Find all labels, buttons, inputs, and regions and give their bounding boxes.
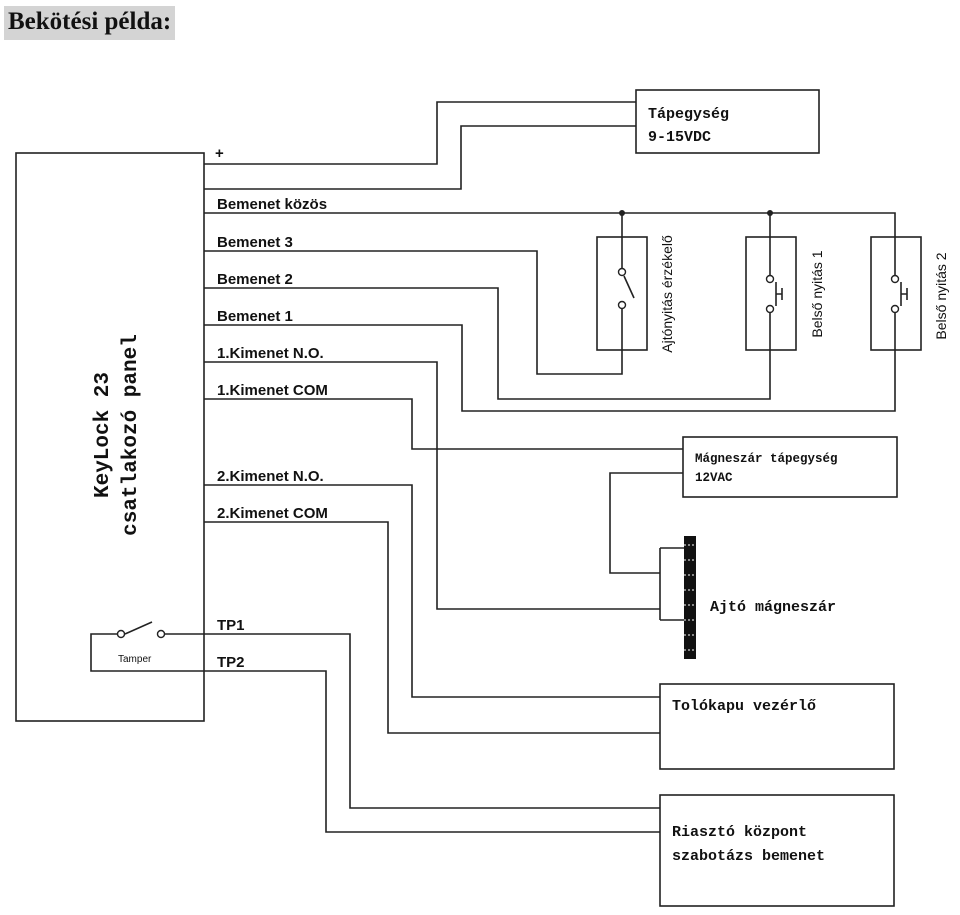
sensor-switch-blade — [623, 275, 635, 299]
plus-wire — [204, 101, 636, 165]
kimenet2-com-wire — [204, 521, 660, 734]
kimenet1-no-wire — [204, 361, 660, 610]
terminal-bemenet-kozos: Bemenet közös — [217, 196, 327, 213]
button2-label: Belső nyitás 2 — [933, 252, 949, 339]
button1-actuator — [776, 288, 783, 300]
door-sensor-label: Ajtónyitás érzékelő — [659, 235, 675, 353]
panel-title: KeyLock 23 — [92, 372, 115, 498]
keylock-panel — [15, 152, 205, 722]
alarm-box — [659, 794, 895, 907]
button2-box — [870, 236, 922, 351]
junction-dot — [767, 210, 773, 216]
button2-actuator — [901, 288, 908, 300]
button1-box — [745, 236, 797, 351]
button2-contact-top — [890, 274, 900, 284]
button1-contact-top — [765, 274, 775, 284]
terminal-kimenet2-no: 2.Kimenet N.O. — [217, 468, 324, 485]
terminal-kimenet1-no: 1.Kimenet N.O. — [217, 345, 324, 362]
power-supply-box — [635, 89, 820, 154]
tamper-switch-blade — [124, 621, 153, 635]
terminal-tp2: TP2 — [217, 654, 245, 671]
mag-power-voltage: 12VAC — [695, 471, 733, 485]
terminal-kimenet1-com: 1.Kimenet COM — [217, 382, 328, 399]
terminal-tp1: TP1 — [217, 617, 245, 634]
alarm-label: Riasztó központ — [672, 824, 807, 841]
alarm-sublabel: szabotázs bemenet — [672, 848, 825, 865]
panel-subtitle: csatlakozó panel — [120, 334, 143, 536]
sensor-contact-top — [617, 267, 627, 277]
gate-controller-label: Tolókapu vezérlő — [672, 698, 816, 715]
kimenet2-no-wire — [204, 484, 660, 698]
kimenet1-com-wire — [204, 398, 683, 450]
terminal-kimenet2-com: 2.Kimenet COM — [217, 505, 328, 522]
tp2-wire — [204, 670, 660, 833]
terminal-bemenet1: Bemenet 1 — [217, 308, 293, 325]
psu-minus-wire — [204, 125, 636, 190]
terminal-bemenet2: Bemenet 2 — [217, 271, 293, 288]
power-supply-voltage: 9-15VDC — [648, 129, 711, 146]
terminal-bemenet3: Bemenet 3 — [217, 234, 293, 251]
gate-controller-box — [659, 683, 895, 770]
button2-contact-bottom — [890, 304, 900, 314]
power-supply-label: Tápegység — [648, 106, 729, 123]
bemenet3-wire — [204, 250, 623, 375]
mag-power-box — [682, 436, 898, 498]
tamper-loop-wire — [90, 633, 204, 672]
button1-label: Belső nyitás 1 — [809, 250, 825, 337]
mag-lock-label: Ajtó mágneszár — [710, 599, 836, 616]
tamper-contact-left — [116, 629, 126, 639]
common-bus-wire — [204, 212, 896, 237]
mag-lock-icon — [684, 536, 696, 659]
terminal-plus: + — [215, 145, 224, 162]
bemenet2-wire — [204, 287, 771, 400]
sensor-contact-bottom — [617, 300, 627, 310]
mag-power-wire — [609, 472, 683, 574]
tamper-label: Tamper — [118, 654, 152, 665]
mag-power-label: Mágneszár tápegység — [695, 452, 838, 466]
junction-dot — [619, 210, 625, 216]
tamper-contact-right — [156, 629, 166, 639]
button1-contact-bottom — [765, 304, 775, 314]
page-title: Bekötési példa: — [4, 6, 176, 40]
bemenet1-wire — [204, 313, 896, 412]
tp1-wire — [204, 633, 660, 809]
